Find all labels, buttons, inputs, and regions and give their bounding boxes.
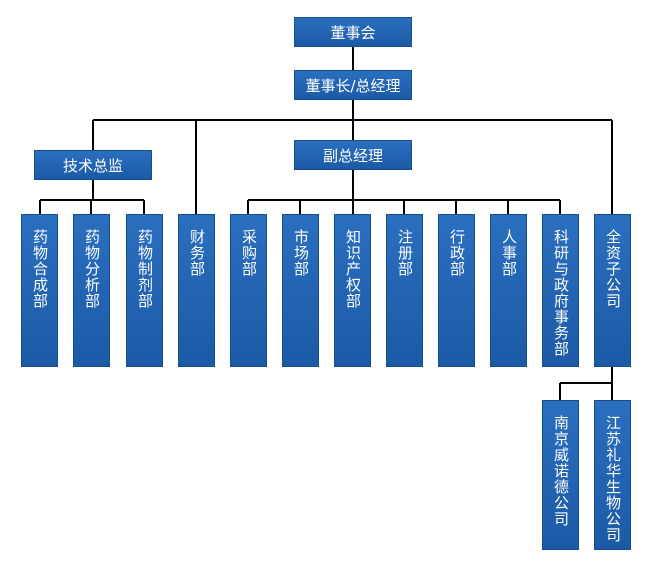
sub-nanjing-node: 南京威诺德公司 [542,400,579,550]
dept-ip-node: 知识产权部 [334,214,371,367]
board-node: 董事会 [294,17,412,47]
tech-director-node: 技术总监 [34,150,152,180]
dept-purchasing-node: 采购部 [230,214,267,367]
dept-formulation-node: 药物制剂部 [126,214,163,367]
dept-admin-node: 行政部 [438,214,475,367]
dept-finance-node: 财务部 [178,214,215,367]
dept-marketing-node: 市场部 [282,214,319,367]
vice-gm-node: 副总经理 [294,140,412,170]
dept-analysis-node: 药物分析部 [73,214,110,367]
sub-jiangsu-node: 江苏礼华生物公司 [594,400,631,550]
chairman-gm-node: 董事长/总经理 [294,70,412,100]
dept-research-gov-node: 科研与政府事务部 [542,214,579,367]
dept-registration-node: 注册部 [386,214,423,367]
dept-hr-node: 人事部 [490,214,527,367]
dept-synthesis-node: 药物合成部 [21,214,58,367]
subsidiary-node: 全资子公司 [594,214,631,367]
